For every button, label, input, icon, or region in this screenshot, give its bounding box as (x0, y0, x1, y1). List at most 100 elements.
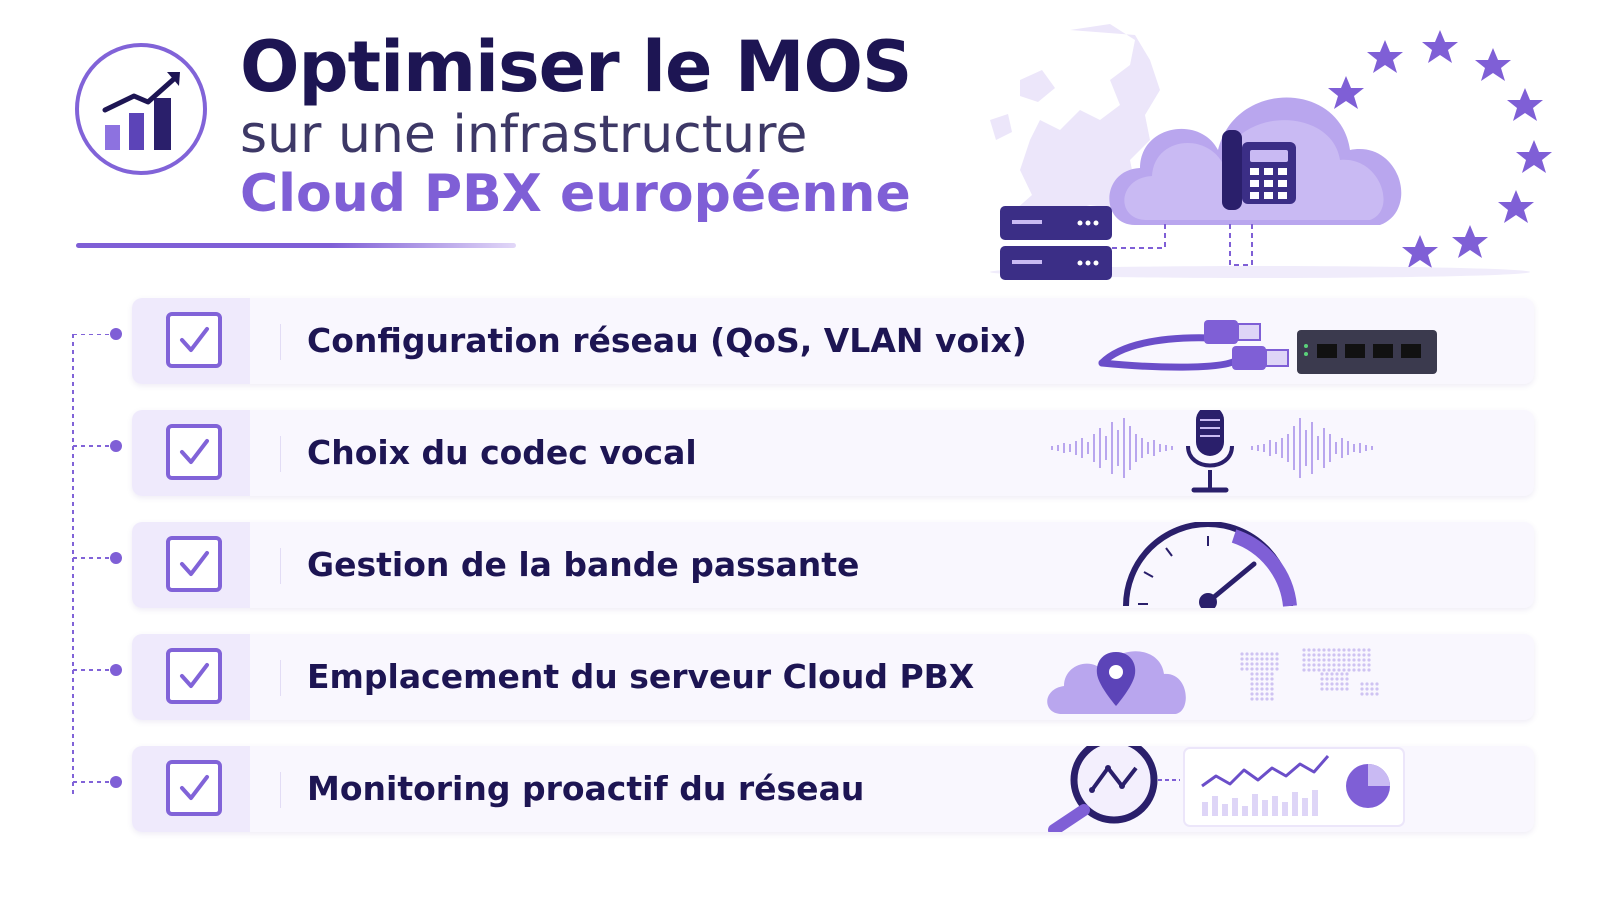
map-dot (1255, 697, 1259, 701)
map-dot (1367, 663, 1371, 667)
map-dot (1265, 692, 1269, 696)
map-dot (1265, 687, 1269, 691)
map-dot (1337, 658, 1341, 662)
map-dot (1270, 677, 1274, 681)
map-dot (1255, 682, 1259, 686)
page-subtitle-highlight: Cloud PBX européenne (240, 164, 911, 224)
map-dot (1322, 663, 1326, 667)
map-dot (1347, 658, 1351, 662)
map-dot (1360, 692, 1364, 696)
checkbox-checked-icon[interactable] (166, 424, 222, 480)
map-dot (1265, 677, 1269, 681)
map-dot (1345, 687, 1349, 691)
map-dot (1337, 668, 1341, 672)
map-dot (1255, 657, 1259, 661)
checkbox-checked-icon[interactable] (166, 312, 222, 368)
map-dot (1365, 682, 1369, 686)
microphone-waveform-icon (1032, 410, 1392, 496)
map-dot (1340, 687, 1344, 691)
connector-dot (110, 552, 122, 564)
map-dot (1330, 687, 1334, 691)
checklist-item-bandwidth: Gestion de la bande passante (132, 522, 1534, 608)
map-dot (1325, 682, 1329, 686)
map-dot (1330, 672, 1334, 676)
map-dot (1260, 667, 1264, 671)
map-dot (1275, 652, 1279, 656)
checklist-item-label: Choix du codec vocal (307, 433, 697, 472)
map-dot (1312, 653, 1316, 657)
chart-growth-icon (75, 43, 207, 175)
map-dot (1265, 667, 1269, 671)
map-dot (1345, 677, 1349, 681)
check-zone (132, 634, 250, 720)
map-dot (1270, 692, 1274, 696)
map-dot (1250, 657, 1254, 661)
map-dot (1245, 662, 1249, 666)
map-dot (1357, 663, 1361, 667)
map-dot (1342, 653, 1346, 657)
map-dot (1250, 672, 1254, 676)
map-dot (1245, 657, 1249, 661)
map-dot (1270, 657, 1274, 661)
map-dot (1352, 653, 1356, 657)
map-dot (1322, 653, 1326, 657)
map-dot (1317, 668, 1321, 672)
map-dot (1370, 687, 1374, 691)
map-dot (1270, 667, 1274, 671)
map-dot (1317, 658, 1321, 662)
map-dot (1265, 682, 1269, 686)
row-separator (280, 324, 281, 360)
map-dot (1260, 672, 1264, 676)
map-dot (1250, 687, 1254, 691)
map-dot (1245, 652, 1249, 656)
checklist-connector (70, 333, 130, 800)
map-dot (1360, 682, 1364, 686)
checkbox-checked-icon[interactable] (166, 536, 222, 592)
map-dot (1340, 677, 1344, 681)
map-dot (1320, 677, 1324, 681)
map-dot (1255, 687, 1259, 691)
map-dot (1362, 648, 1366, 652)
map-dot (1335, 682, 1339, 686)
map-dot (1250, 677, 1254, 681)
map-dot (1260, 697, 1264, 701)
map-dot (1375, 687, 1379, 691)
map-dot (1260, 677, 1264, 681)
map-dot (1352, 648, 1356, 652)
map-dot (1260, 687, 1264, 691)
map-dot (1360, 687, 1364, 691)
map-dot (1357, 668, 1361, 672)
checkbox-checked-icon[interactable] (166, 648, 222, 704)
map-dot (1345, 672, 1349, 676)
cloud-location-world-map-icon (1042, 634, 1412, 720)
map-dot (1270, 662, 1274, 666)
map-dot (1240, 657, 1244, 661)
map-dot (1327, 663, 1331, 667)
map-dot (1345, 682, 1349, 686)
map-dot (1270, 672, 1274, 676)
connector-dot (110, 776, 122, 788)
map-dot (1335, 672, 1339, 676)
map-dot (1270, 682, 1274, 686)
map-dot (1307, 658, 1311, 662)
map-dot (1325, 677, 1329, 681)
map-dot (1362, 658, 1366, 662)
checklist-item-label: Emplacement du serveur Cloud PBX (307, 657, 975, 696)
map-dot (1357, 653, 1361, 657)
map-dot (1260, 652, 1264, 656)
cloud-phone-icon (960, 10, 1580, 285)
map-dot (1347, 648, 1351, 652)
row-separator (280, 660, 281, 696)
map-dot (1250, 697, 1254, 701)
map-dot (1362, 663, 1366, 667)
map-dot (1367, 668, 1371, 672)
map-dot (1270, 687, 1274, 691)
map-dot (1250, 667, 1254, 671)
page-title: Optimiser le MOS (240, 26, 912, 108)
map-dot (1240, 652, 1244, 656)
map-dot (1245, 667, 1249, 671)
title-block: Optimiser le MOS sur une infrastructure … (240, 26, 912, 224)
map-dot (1255, 662, 1259, 666)
header-logo-circle (72, 40, 210, 178)
checkbox-checked-icon[interactable] (166, 760, 222, 816)
